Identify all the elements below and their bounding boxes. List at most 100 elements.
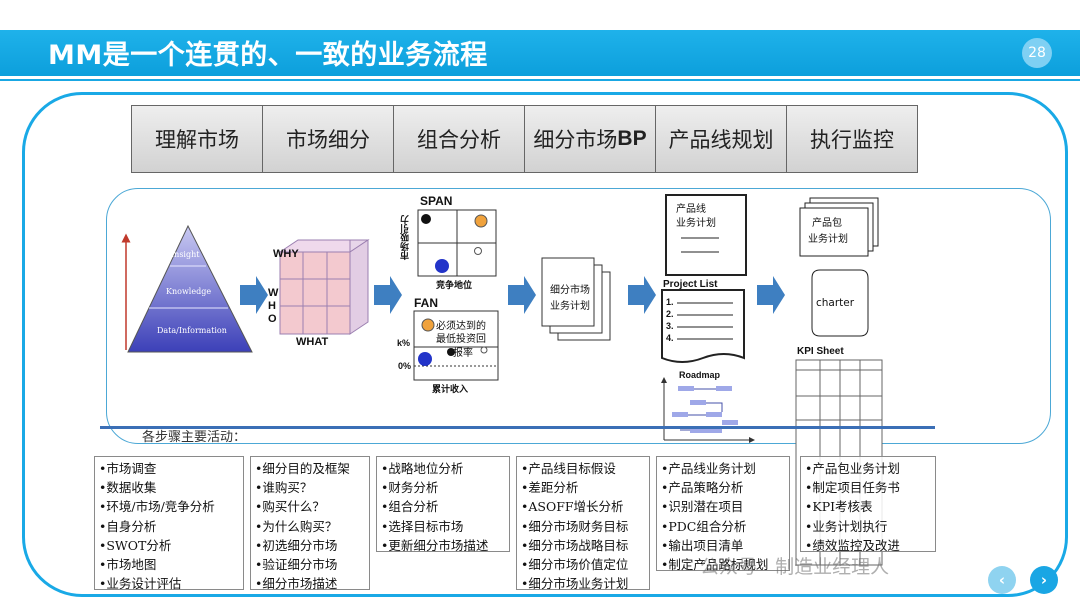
pyramid-insight-label: Insight bbox=[171, 250, 200, 259]
project-item-1: 1. bbox=[666, 297, 674, 307]
page-number-badge: 28 bbox=[1022, 38, 1052, 68]
list-item: •产品包业务计划 bbox=[805, 461, 900, 476]
list-item: •业务计划执行 bbox=[805, 518, 888, 534]
cube-who-w: W bbox=[268, 287, 279, 299]
flow-arrows bbox=[240, 276, 785, 314]
activities-product-line-planning: •产品线业务计划 •产品策略分析 •识别潜在项目 •PDC组合分析 •输出项目清… bbox=[656, 456, 790, 572]
list-item: •自身分析 bbox=[99, 518, 157, 534]
list-item: •初选细分市场 bbox=[255, 537, 338, 553]
prev-slide-button[interactable]: ‹ bbox=[988, 566, 1016, 594]
list-item: •环境/市场/竞争分析 bbox=[99, 499, 215, 515]
list-item: •产品策略分析 bbox=[661, 480, 744, 496]
fan-note-line2: 最低投资回 bbox=[436, 334, 486, 345]
span-title: SPAN bbox=[420, 194, 453, 208]
content-frame bbox=[22, 92, 1068, 597]
list-item: •产品线目标假设 bbox=[521, 461, 616, 476]
list-item: •细分市场战略目标 bbox=[521, 537, 629, 553]
list-item: •制定项目任务书 bbox=[805, 480, 900, 496]
cube-why-label: WHY bbox=[273, 248, 299, 260]
activities-divider bbox=[100, 426, 935, 429]
list-item: •细分市场价值定位 bbox=[521, 557, 629, 573]
list-item: •绩效监控及改进 bbox=[805, 537, 900, 553]
pkg-doc-line2: 业务计划 bbox=[808, 234, 848, 245]
charter-scroll bbox=[811, 269, 869, 337]
list-item: •数据收集 bbox=[99, 480, 157, 496]
activities-title: 各步骤主要活动： bbox=[142, 430, 247, 445]
list-item: •选择目标市场 bbox=[381, 518, 464, 534]
knowledge-pyramid bbox=[127, 224, 253, 353]
list-item: •细分目的及框架 bbox=[255, 461, 350, 476]
flow-arrow-3 bbox=[508, 276, 536, 314]
fan-note-line3: 报率 bbox=[453, 348, 473, 359]
project-item-3: 3. bbox=[666, 321, 674, 331]
list-item: •组合分析 bbox=[381, 499, 439, 515]
list-item: •细分市场描述 bbox=[255, 576, 338, 592]
flow-arrow-5 bbox=[757, 276, 785, 314]
roadmap-label: Roadmap bbox=[679, 370, 721, 380]
pyramid-knowledge-label: Knowledge bbox=[166, 287, 212, 296]
fan-chart bbox=[413, 310, 499, 381]
list-item: •验证细分市场 bbox=[255, 557, 338, 573]
list-item: •识别潜在项目 bbox=[661, 499, 744, 515]
kpi-sheet-title: KPI Sheet bbox=[797, 346, 844, 357]
fan-k-label: k% bbox=[397, 338, 411, 348]
flow-arrow-4 bbox=[628, 276, 656, 314]
list-item: •市场调查 bbox=[99, 461, 157, 476]
list-item: •细分市场业务计划 bbox=[521, 576, 629, 592]
product-package-documents bbox=[799, 197, 879, 257]
list-item: •PDC组合分析 bbox=[661, 518, 747, 534]
bp-doc-line1: 细分市场 bbox=[550, 285, 590, 296]
segmentation-cube bbox=[278, 239, 370, 335]
header-divider bbox=[0, 79, 1080, 81]
fan-note-line1: 必须达到的 bbox=[436, 321, 486, 332]
list-item: •财务分析 bbox=[381, 480, 439, 496]
span-matrix bbox=[417, 209, 497, 277]
page-title: MM是一个连贯的、一致的业务流程 bbox=[48, 40, 488, 71]
project-item-2: 2. bbox=[666, 309, 674, 319]
step-understand-market: 理解市场 bbox=[132, 106, 263, 172]
chevron-left-icon: ‹ bbox=[998, 571, 1006, 589]
project-item-4: 4. bbox=[666, 333, 674, 343]
pyramid-data-label: Data/Information bbox=[157, 326, 227, 335]
list-item: •购买什么？ bbox=[255, 499, 325, 515]
process-panel bbox=[106, 188, 1051, 444]
cube-what-label: WHAT bbox=[296, 336, 329, 348]
pl-doc-line2: 业务计划 bbox=[676, 218, 716, 229]
list-item: •产品线业务计划 bbox=[661, 461, 756, 476]
pkg-doc-line1: 产品包 bbox=[812, 218, 842, 229]
list-item: •细分市场财务目标 bbox=[521, 518, 629, 534]
project-list-title: Project List bbox=[663, 279, 718, 290]
segment-bp-documents bbox=[541, 257, 611, 341]
list-item: •KPI考核表 bbox=[805, 499, 873, 515]
step-execution-monitoring: 执行监控 bbox=[810, 128, 894, 152]
step-product-line-planning: 产品线规划 bbox=[656, 106, 787, 172]
cube-who-o: O bbox=[268, 313, 277, 325]
activities-segment-bp: •产品线目标假设 •差距分析 •ASOFF增长分析 •细分市场财务目标 •细分市… bbox=[516, 456, 650, 592]
bp-doc-line2: 业务计划 bbox=[550, 301, 590, 312]
next-slide-button[interactable]: › bbox=[1030, 566, 1058, 594]
list-item: •更新细分市场描述 bbox=[381, 537, 489, 553]
activities-portfolio-analysis: •战略地位分析 •财务分析 •组合分析 •选择目标市场 •更新细分市场描述 bbox=[376, 456, 510, 553]
product-line-document bbox=[661, 194, 747, 363]
fan-title: FAN bbox=[414, 296, 438, 310]
list-item: •SWOT分析 bbox=[99, 537, 172, 553]
chevron-right-icon: › bbox=[1040, 571, 1048, 589]
flow-arrow-2 bbox=[374, 276, 402, 314]
activities-market-segmentation: •细分目的及框架 •谁购买？ •购买什么？ •为什么购买？ •初选细分市场 •验… bbox=[250, 456, 370, 592]
step-market-segmentation: 市场细分 bbox=[263, 106, 394, 172]
list-item: •ASOFF增长分析 bbox=[521, 499, 624, 515]
list-item: •谁购买？ bbox=[255, 480, 313, 496]
list-item: •差距分析 bbox=[521, 480, 579, 496]
activities-execution-monitoring: •产品包业务计划 •制定项目任务书 •KPI考核表 •业务计划执行 •绩效监控及… bbox=[800, 456, 936, 553]
list-item: •市场地图 bbox=[99, 557, 157, 573]
charter-label: charter bbox=[816, 297, 855, 309]
list-item: •业务设计评估 bbox=[99, 576, 182, 592]
span-y-label: 市场吸引力 bbox=[400, 215, 410, 260]
activities-understand-market: •市场调查 •数据收集 •环境/市场/竞争分析 •自身分析 •SWOT分析 •市… bbox=[94, 456, 244, 592]
fan-x-label: 累计收入 bbox=[432, 384, 469, 394]
list-item: •战略地位分析 bbox=[381, 461, 464, 476]
span-x-label: 竞争地位 bbox=[436, 280, 473, 290]
step-portfolio-analysis: 组合分析 bbox=[394, 106, 525, 172]
